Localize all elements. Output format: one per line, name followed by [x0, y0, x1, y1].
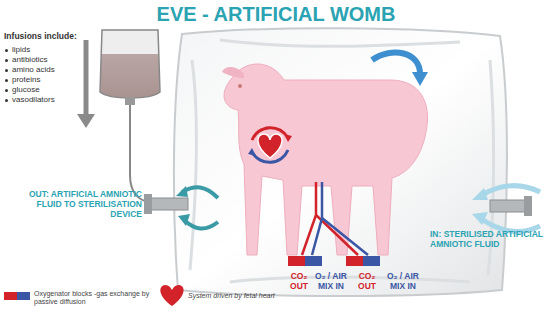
- list-item: proteins: [4, 75, 87, 84]
- gas-label: CO₂ OUT: [282, 272, 316, 292]
- title: EVE - ARTIFICIAL WOMB: [0, 3, 552, 26]
- list-item: amino acids: [4, 65, 87, 74]
- list-item: glucose: [4, 85, 87, 94]
- legend-text: Oxygenator blocks -gas exchange by passi…: [34, 290, 154, 306]
- list-item: antibiotics: [4, 55, 87, 64]
- legend-text: System driven by fetal heart: [188, 292, 338, 300]
- oxygenator-swatch: [4, 292, 30, 300]
- gas-label: O₂ / AIR MIX IN: [384, 272, 422, 292]
- inflow-label: IN: STERILISED ARTIFICIAL AMNIOTIC FLUID: [430, 230, 548, 250]
- list-item: vasodilators: [4, 95, 87, 104]
- list-item: lipids: [4, 45, 87, 54]
- gas-label: O₂ / AIR MIX IN: [312, 272, 350, 292]
- list-heading: Infusions include:: [4, 32, 84, 42]
- outflow-label: OUT: ARTIFICIAL AMNIOTIC FLUID TO STERIL…: [6, 190, 142, 219]
- gas-label: CO₂ OUT: [350, 272, 384, 292]
- heart-symbol: [160, 285, 183, 306]
